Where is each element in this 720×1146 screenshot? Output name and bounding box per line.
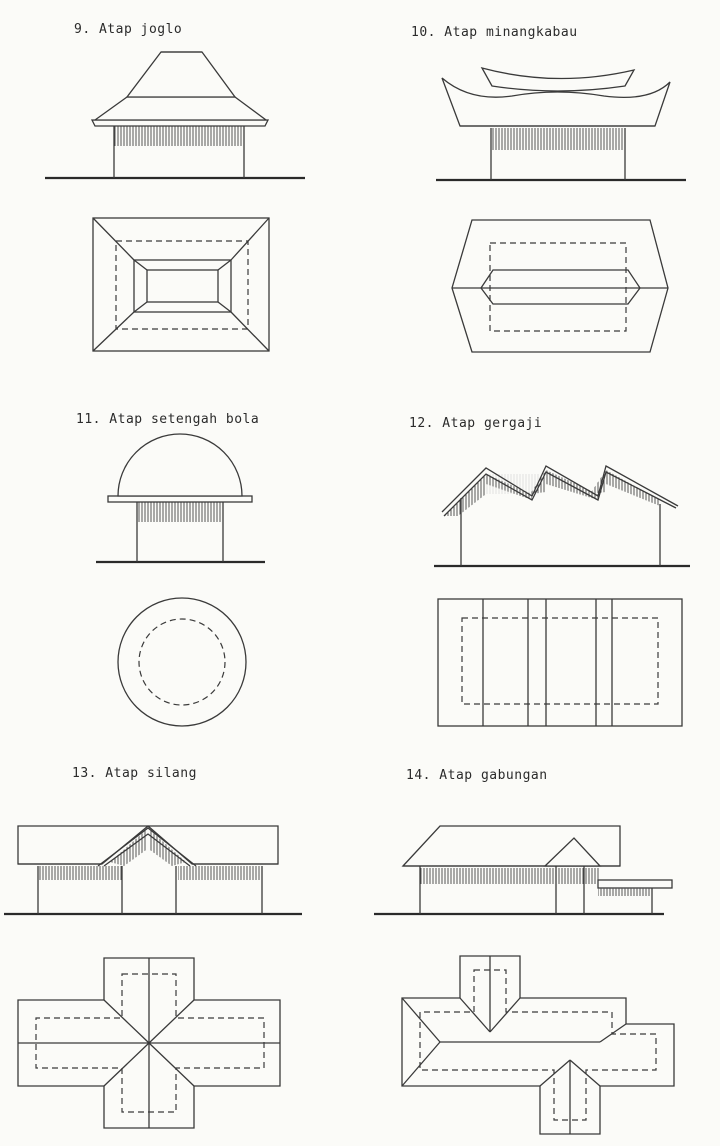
gergaji-elevation bbox=[434, 465, 690, 568]
caption-gergaji: 12. Atap gergaji bbox=[409, 416, 543, 431]
gabungan-plan bbox=[401, 955, 675, 1135]
silang-plan bbox=[17, 957, 281, 1129]
setengah-bola-plan bbox=[117, 597, 247, 727]
minangkabau-elevation bbox=[436, 66, 686, 182]
setengah-bola-elevation bbox=[96, 433, 265, 564]
silang-elevation bbox=[4, 825, 302, 916]
caption-minangkabau: 10. Atap minangkabau bbox=[411, 25, 578, 40]
joglo-elevation bbox=[45, 51, 305, 180]
gabungan-elevation bbox=[374, 825, 673, 916]
caption-silang: 13. Atap silang bbox=[72, 766, 197, 781]
caption-setengah-bola: 11. Atap setengah bola bbox=[76, 412, 260, 427]
caption-joglo: 9. Atap joglo bbox=[74, 22, 183, 37]
gergaji-plan bbox=[437, 598, 683, 727]
joglo-plan bbox=[92, 217, 270, 352]
minangkabau-plan bbox=[451, 219, 669, 353]
caption-gabungan: 14. Atap gabungan bbox=[406, 768, 548, 783]
